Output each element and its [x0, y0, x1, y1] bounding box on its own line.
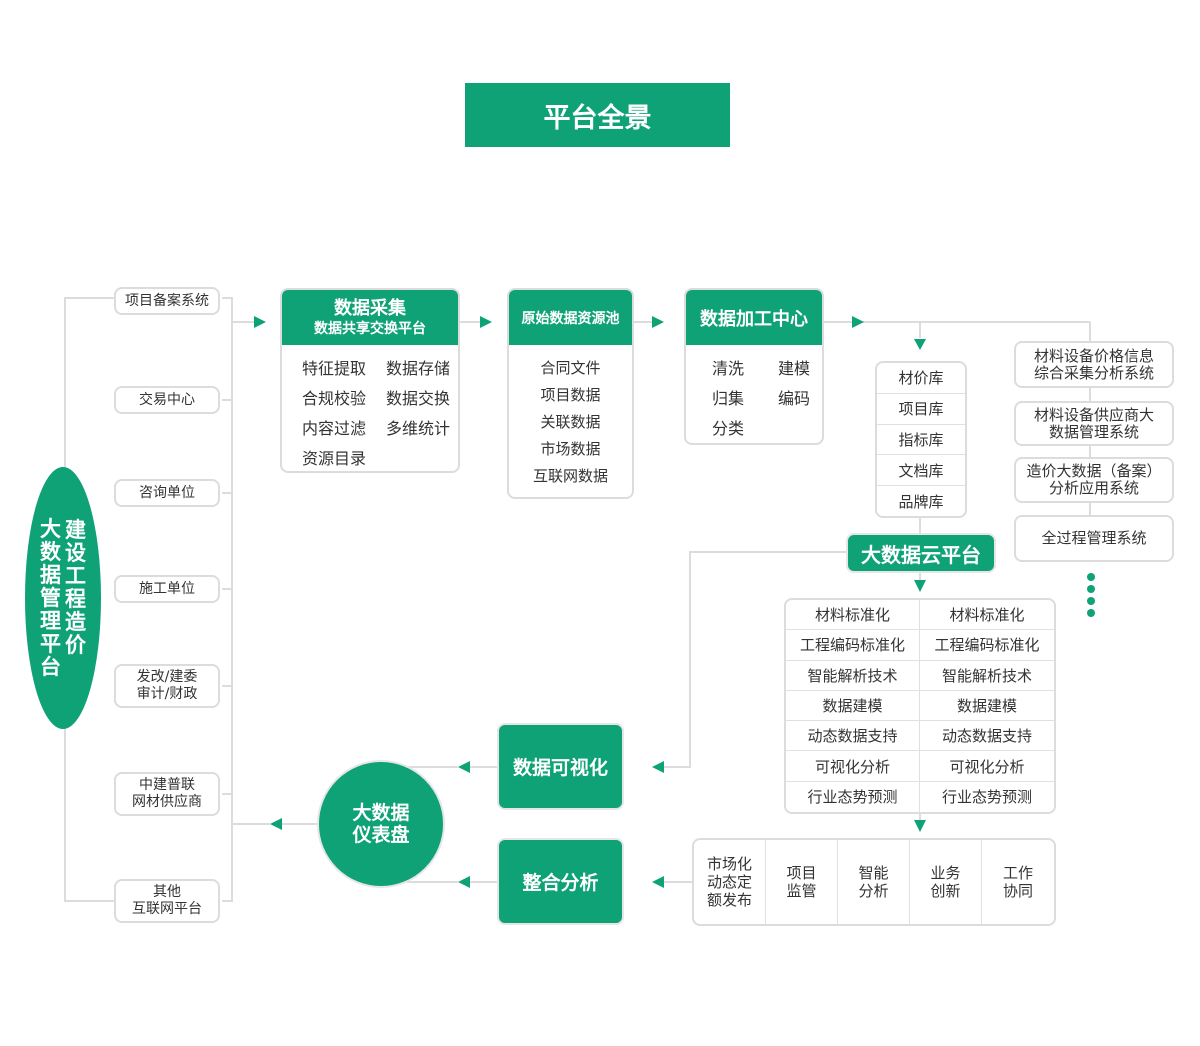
tech-cell: 材料标准化 [920, 600, 1054, 631]
data-processing-header: 数据加工中心 [686, 290, 822, 345]
source-box: 咨询单位 [114, 479, 220, 507]
collection-item: 合规校验 [302, 389, 367, 408]
core-char: 数 [40, 539, 61, 564]
tech-cell: 行业态势预测 [941, 788, 1032, 807]
technology-grid: 材料标准化 材料标准化 工程编码标准化 工程编码标准化 智能解析技术 智能解析技… [784, 598, 1056, 814]
core-platform-ellipse: 大 数 据 管 理 平 台 建 设 工 程 造 价 [25, 467, 101, 729]
collection-item: 数据交换 [386, 389, 451, 408]
data-collection-subtitle: 数据共享交换平台 [314, 320, 426, 337]
dashboard-label-2: 仪表盘 [352, 824, 410, 846]
source-box: 施工单位 [114, 575, 220, 603]
core-line-1: 建 设 工 程 造 价 [65, 519, 86, 657]
library-item: 文档库 [877, 455, 965, 487]
data-collection-card: 数据采集 数据共享交换平台 特征提取 数据存储 合规校验 数据交换 内容过滤 多… [280, 288, 460, 473]
tech-cell: 智能解析技术 [786, 660, 920, 691]
data-visualization-box: 数据可视化 [497, 723, 624, 810]
ellipsis-dot [1087, 609, 1095, 617]
library-list: 材价库 项目库 指标库 文档库 品牌库 [875, 361, 967, 518]
collection-item: 多维统计 [386, 419, 451, 438]
ellipsis-dot [1087, 585, 1095, 593]
core-char: 据 [40, 562, 61, 587]
collection-item: 特征提取 [302, 359, 367, 378]
core-char: 管 [40, 585, 61, 610]
tech-cell: 工程编码标准化 [920, 630, 1054, 661]
core-char: 平 [40, 631, 61, 656]
core-char: 程 [65, 587, 86, 611]
tech-cell: 数据建模 [920, 691, 1054, 722]
system-box: 全过程管理系统 [1014, 515, 1174, 562]
pool-item: 项目数据 [540, 386, 601, 404]
collection-item: 数据存储 [386, 359, 451, 378]
app-cell: 项目 监管 [766, 840, 838, 924]
ellipsis-dot [1087, 573, 1095, 581]
pool-item: 市场数据 [540, 440, 601, 458]
integrated-analysis-box: 整合分析 [497, 838, 624, 925]
core-char: 大 [40, 516, 61, 541]
core-char: 工 [65, 564, 86, 588]
big-data-dashboard-circle: 大数据 仪表盘 [317, 760, 445, 888]
system-box: 造价大数据（备案） 分析应用系统 [1014, 457, 1174, 503]
tech-cell: 行业态势预测 [786, 781, 920, 812]
dashboard-label-1: 大数据 [352, 802, 410, 824]
source-box: 中建普联 网材供应商 [114, 772, 220, 816]
app-cell: 市场化 动态定 额发布 [694, 840, 766, 924]
core-line-2: 大 数 据 管 理 平 台 [40, 516, 61, 679]
tech-cell: 材料标准化 [786, 600, 920, 631]
collection-item: 资源目录 [302, 449, 367, 468]
core-char: 价 [65, 633, 86, 657]
source-box: 发改/建委 审计/财政 [114, 664, 220, 708]
data-collection-title: 数据采集 [334, 297, 406, 319]
source-box: 其他 互联网平台 [114, 879, 220, 923]
pool-item: 关联数据 [540, 413, 601, 431]
raw-data-pool-header: 原始数据资源池 [509, 290, 632, 345]
data-collection-header: 数据采集 数据共享交换平台 [282, 290, 458, 345]
source-box: 交易中心 [114, 386, 220, 414]
tech-cell: 动态数据支持 [786, 721, 920, 752]
big-data-cloud-platform: 大数据云平台 [846, 533, 996, 573]
data-processing-items: 清洗 建模 归集 编码 分类 [686, 345, 822, 439]
library-item: 指标库 [877, 425, 965, 456]
pool-item: 合同文件 [540, 359, 601, 377]
source-box: 项目备案系统 [114, 287, 220, 315]
tech-cell: 动态数据支持 [920, 721, 1054, 752]
process-item: 编码 [778, 389, 811, 408]
library-item: 材价库 [877, 363, 965, 394]
core-char: 建 [65, 518, 86, 542]
system-box: 材料设备供应商大 数据管理系统 [1014, 401, 1174, 446]
process-item: 建模 [778, 359, 811, 378]
core-char: 造 [65, 610, 86, 634]
application-grid: 市场化 动态定 额发布 项目 监管 智能 分析 业务 创新 工作 协同 [692, 838, 1056, 926]
tech-cell: 可视化分析 [920, 751, 1054, 782]
app-cell: 工作 协同 [1002, 864, 1033, 900]
data-processing-card: 数据加工中心 清洗 建模 归集 编码 分类 [684, 288, 824, 445]
tech-cell: 可视化分析 [786, 751, 920, 782]
app-cell: 智能 分析 [838, 840, 910, 924]
system-box: 材料设备价格信息 综合采集分析系统 [1014, 341, 1174, 388]
tech-cell: 智能解析技术 [920, 661, 1054, 691]
process-item: 清洗 [712, 359, 745, 378]
process-item: 归集 [712, 389, 745, 408]
raw-data-pool-items: 合同文件 项目数据 关联数据 市场数据 互联网数据 [509, 345, 632, 490]
tech-cell: 数据建模 [786, 690, 920, 722]
raw-data-pool-card: 原始数据资源池 合同文件 项目数据 关联数据 市场数据 互联网数据 [507, 288, 634, 499]
library-item: 品牌库 [898, 492, 944, 511]
pool-item: 互联网数据 [532, 467, 608, 485]
process-item: 分类 [712, 419, 745, 438]
data-collection-items: 特征提取 数据存储 合规校验 数据交换 内容过滤 多维统计 资源目录 [282, 345, 458, 469]
page-title: 平台全景 [465, 83, 730, 147]
tech-cell: 工程编码标准化 [786, 630, 920, 661]
app-cell: 业务 创新 [910, 840, 982, 924]
library-item: 项目库 [877, 394, 965, 425]
core-char: 台 [40, 654, 61, 679]
collection-item: 内容过滤 [302, 419, 367, 438]
core-char: 设 [65, 541, 86, 565]
ellipsis-dot [1087, 597, 1095, 605]
core-char: 理 [40, 608, 61, 633]
